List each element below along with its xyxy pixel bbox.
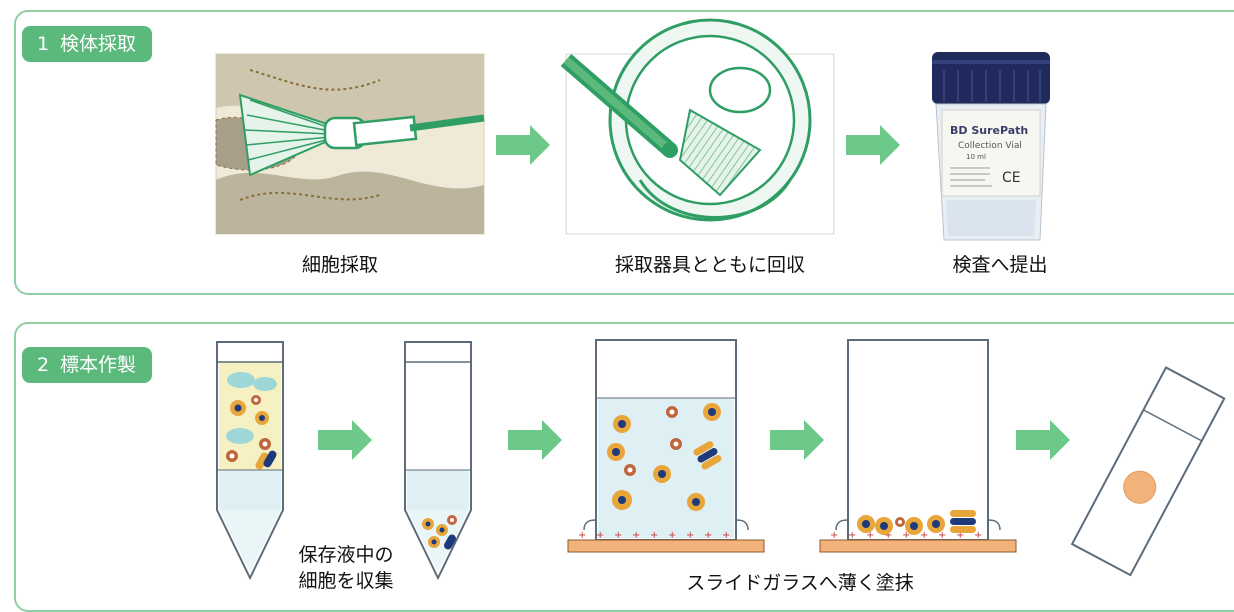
svg-text:+: + xyxy=(974,530,982,541)
arrow-right-icon xyxy=(770,420,824,460)
arrow-right-icon xyxy=(496,125,550,165)
svg-text:+: + xyxy=(866,530,874,541)
cell-sampling-illustration xyxy=(215,53,485,235)
collection-vial: BD SurePath Collection Vial 10 ml CE xyxy=(932,52,1050,241)
settling-chamber: + + + + + + + + + xyxy=(567,339,765,553)
caption-smear-on-slide: スライドガラスへ薄く塗抹 xyxy=(686,572,914,594)
svg-text:+: + xyxy=(686,530,694,541)
step2-number: 2 xyxy=(36,354,50,376)
vial-ce-mark: CE xyxy=(1002,170,1021,186)
centrifuge-tube-with-fluid xyxy=(216,341,284,581)
svg-text:+: + xyxy=(596,530,604,541)
svg-text:+: + xyxy=(902,530,910,541)
svg-text:+: + xyxy=(938,530,946,541)
step1-number: 1 xyxy=(36,33,50,55)
svg-text:+: + xyxy=(884,530,892,541)
caption-collect-cells-line1: 保存液中の xyxy=(298,544,394,566)
glass-slide xyxy=(1070,366,1226,577)
caption-collect-with-tool: 採取器具とともに回収 xyxy=(614,254,805,276)
caption-cell-sampling: 細胞採取 xyxy=(301,254,378,276)
collect-with-tool-illustration xyxy=(560,18,835,235)
arrow-right-icon xyxy=(508,420,562,460)
arrow-right-icon xyxy=(1016,420,1070,460)
arrow-right-icon xyxy=(318,420,372,460)
svg-text:+: + xyxy=(920,530,928,541)
svg-text:+: + xyxy=(632,530,640,541)
step1-badge: 1 検体採取 xyxy=(22,26,153,62)
caption-collect-cells: 保存液中の 細胞を収集 xyxy=(276,542,416,594)
vial-line1: Collection Vial xyxy=(958,141,1022,151)
step1-title: 検体採取 xyxy=(60,33,137,55)
vial-brand: BD SurePath xyxy=(950,124,1028,137)
svg-text:+: + xyxy=(578,530,586,541)
centrifuge-tube-with-pellet xyxy=(404,341,472,581)
svg-text:+: + xyxy=(704,530,712,541)
step2-badge: 2 標本作製 xyxy=(22,347,153,383)
caption-collect-cells-line2: 細胞を収集 xyxy=(298,570,394,592)
svg-text:+: + xyxy=(668,530,676,541)
vial-line2: 10 ml xyxy=(966,153,986,161)
settled-chamber: + + + + + + + + + xyxy=(819,339,1017,553)
caption-submit-for-test: 検査へ提出 xyxy=(952,254,1048,276)
svg-text:+: + xyxy=(956,530,964,541)
svg-text:+: + xyxy=(830,530,838,541)
step2-title: 標本作製 xyxy=(60,354,137,376)
svg-text:+: + xyxy=(614,530,622,541)
svg-text:+: + xyxy=(722,530,730,541)
svg-text:+: + xyxy=(848,530,856,541)
arrow-right-icon xyxy=(846,125,900,165)
svg-text:+: + xyxy=(650,530,658,541)
